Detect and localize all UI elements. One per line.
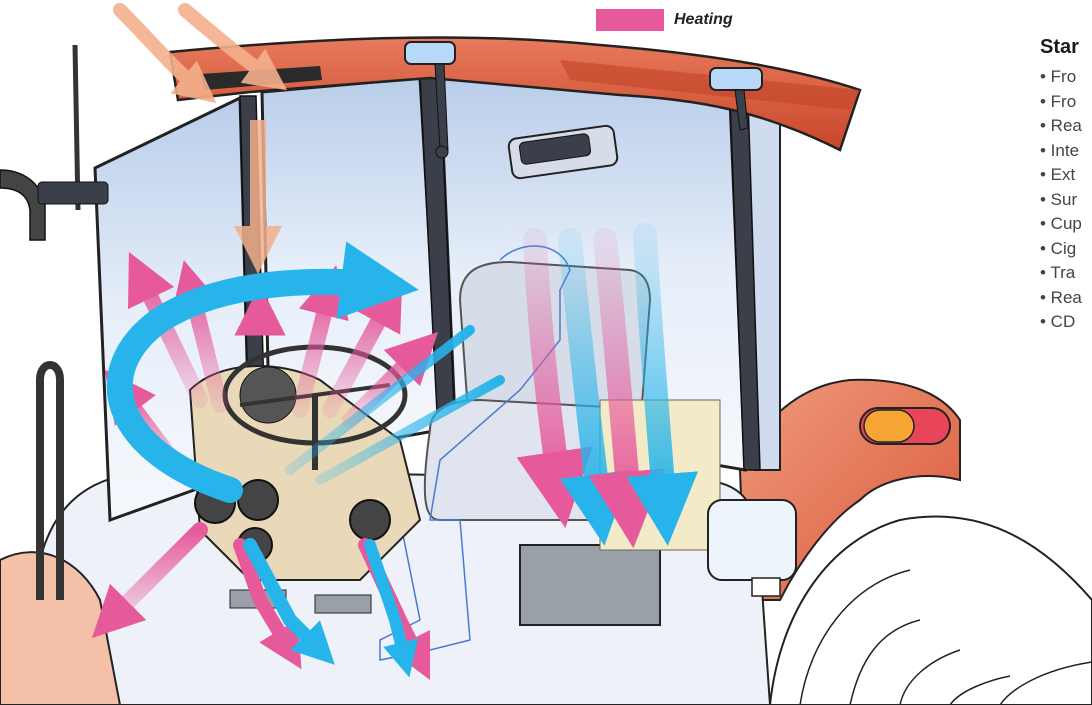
- heating-swatch: [596, 9, 664, 31]
- features-list: • Fro • Fro • Rea • Inte • Ext • Sur • C…: [1040, 65, 1092, 335]
- rear-tire: [768, 515, 1092, 705]
- feature-item: • Fro: [1040, 67, 1077, 86]
- warning-beacon-icon: [859, 407, 951, 445]
- heating-legend: Heating: [596, 8, 733, 32]
- cab-roof: [168, 36, 862, 152]
- downflow-arrows: [516, 223, 699, 549]
- feature-item: • Rea: [1040, 116, 1082, 135]
- feature-item: • CD: [1040, 312, 1076, 331]
- heating-legend-label: Heating: [674, 11, 733, 28]
- feature-item: • Rea: [1040, 287, 1082, 307]
- feature-item: • Ext: [1040, 165, 1076, 184]
- features-title: Star: [1040, 36, 1079, 58]
- feature-item: • Fro: [1040, 91, 1077, 111]
- feature-item: • Sur: [1040, 189, 1078, 209]
- feature-item: • Cig: [1040, 238, 1077, 258]
- washer-tank: [707, 499, 797, 597]
- roof-air-intake-arrows: [113, 3, 288, 274]
- feature-item: • Cup: [1040, 214, 1082, 233]
- side-mirror-icon: [0, 44, 109, 241]
- cooling-arrows: [106, 241, 505, 678]
- grab-handle: [36, 361, 64, 600]
- vent-icon: [507, 124, 619, 180]
- feature-item: • Inte: [1040, 140, 1080, 160]
- feature-item: • Tra: [1040, 263, 1076, 282]
- roof-lamp-icon: [404, 41, 763, 159]
- standard-features-panel: Star • Fro • Fro • Rea • Inte • Ext • Su…: [1040, 36, 1092, 335]
